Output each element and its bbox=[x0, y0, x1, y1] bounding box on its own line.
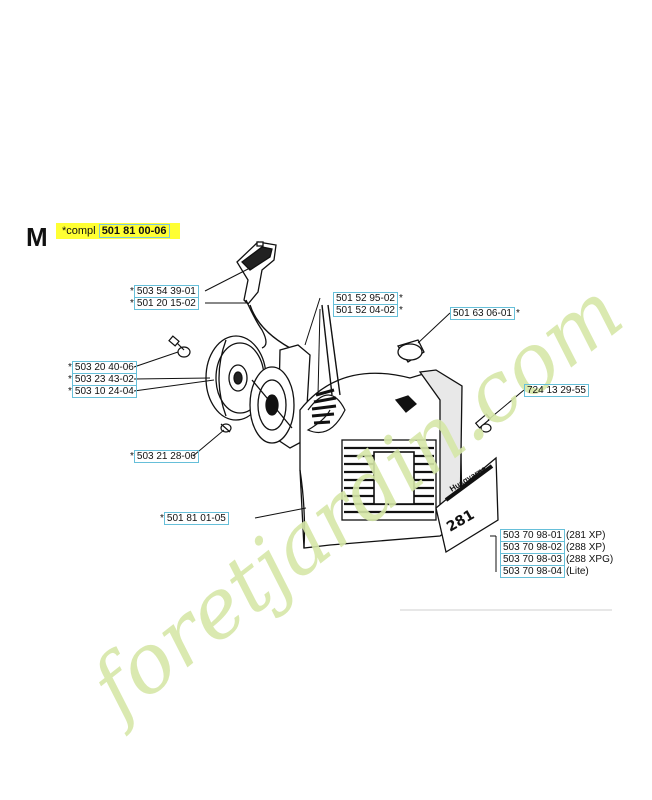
part-number-link[interactable]: 503 21 28-06 bbox=[133, 450, 199, 463]
part-number-link[interactable]: 503 70 98-01 bbox=[500, 529, 565, 542]
part-asterisk: * bbox=[130, 451, 134, 462]
leader-lines bbox=[133, 267, 525, 572]
part-number-link[interactable]: 501 63 06-01 bbox=[450, 307, 515, 320]
part-asterisk: * bbox=[68, 374, 72, 385]
part-label: 503 70 98-01(281 XP) bbox=[500, 529, 606, 542]
assembly-prefix: *compl bbox=[62, 225, 96, 237]
watermark-text: foretjardin.com bbox=[69, 264, 640, 739]
part-number-link[interactable]: 503 54 39-01 bbox=[133, 285, 199, 298]
starter-housing-illustration bbox=[299, 369, 463, 549]
screw-right-illustration bbox=[474, 413, 492, 433]
part-asterisk: * bbox=[68, 362, 72, 373]
part-number-link[interactable]: 503 70 98-03 bbox=[500, 553, 565, 566]
part-label: *503 21 28-06 bbox=[130, 450, 199, 463]
part-number-link[interactable]: 501 81 01-05 bbox=[163, 512, 229, 525]
model-note: (288 XP) bbox=[565, 542, 606, 553]
part-label: 501 52 95-02* bbox=[333, 292, 403, 305]
model-note: (281 XP) bbox=[565, 530, 606, 541]
part-label: 501 63 06-01* bbox=[450, 307, 520, 320]
part-label: *503 54 39-01 bbox=[130, 285, 199, 298]
part-number-link[interactable]: 724 13 29-55 bbox=[524, 384, 589, 397]
part-asterisk: * bbox=[398, 293, 403, 304]
watermark: foretjardin.com bbox=[69, 264, 640, 739]
part-label: *501 81 01-05 bbox=[160, 512, 229, 525]
starter-handle-illustration bbox=[236, 241, 277, 349]
part-label: 501 52 04-02* bbox=[333, 304, 403, 317]
part-label: 503 70 98-03(288 XPG) bbox=[500, 553, 614, 566]
spring-rods-illustration bbox=[321, 304, 341, 396]
part-asterisk: * bbox=[130, 286, 134, 297]
part-asterisk: * bbox=[130, 298, 134, 309]
part-number-link[interactable]: 503 70 98-02 bbox=[500, 541, 565, 554]
part-asterisk: * bbox=[515, 308, 520, 319]
part-label: *503 20 40-06 bbox=[68, 361, 137, 374]
decal-illustration: 281 bbox=[435, 456, 499, 554]
part-number-link[interactable]: 501 20 15-02 bbox=[133, 297, 199, 310]
part-label: 503 70 98-02(288 XP) bbox=[500, 541, 606, 554]
part-label: *501 20 15-02 bbox=[130, 297, 199, 310]
part-number-link[interactable]: 503 70 98-04 bbox=[500, 565, 565, 578]
assembly-part-number[interactable]: 501 81 00-06 bbox=[98, 224, 170, 238]
section-letter: M bbox=[26, 222, 48, 252]
part-number-link[interactable]: 503 10 24-04 bbox=[71, 385, 137, 398]
model-note: (288 XPG) bbox=[565, 554, 614, 565]
part-label: 724 13 29-55 bbox=[524, 384, 589, 397]
part-label: *503 23 43-02 bbox=[68, 373, 137, 386]
part-number-link[interactable]: 501 52 95-02 bbox=[333, 292, 398, 305]
part-number-link[interactable]: 501 52 04-02 bbox=[333, 304, 398, 317]
part-asterisk: * bbox=[68, 386, 72, 397]
part-label: *503 10 24-04 bbox=[68, 385, 137, 398]
part-label: 503 70 98-04(Lite) bbox=[500, 565, 589, 578]
part-number-link[interactable]: 503 23 43-02 bbox=[71, 373, 137, 386]
model-note: (Lite) bbox=[565, 566, 589, 577]
part-asterisk: * bbox=[398, 305, 403, 316]
part-asterisk: * bbox=[160, 513, 164, 524]
spring-plate-illustration bbox=[249, 344, 311, 449]
cap-illustration bbox=[396, 339, 425, 363]
part-number-link[interactable]: 503 20 40-06 bbox=[71, 361, 137, 374]
assembly-highlight: *compl 501 81 00-06 bbox=[56, 223, 180, 239]
